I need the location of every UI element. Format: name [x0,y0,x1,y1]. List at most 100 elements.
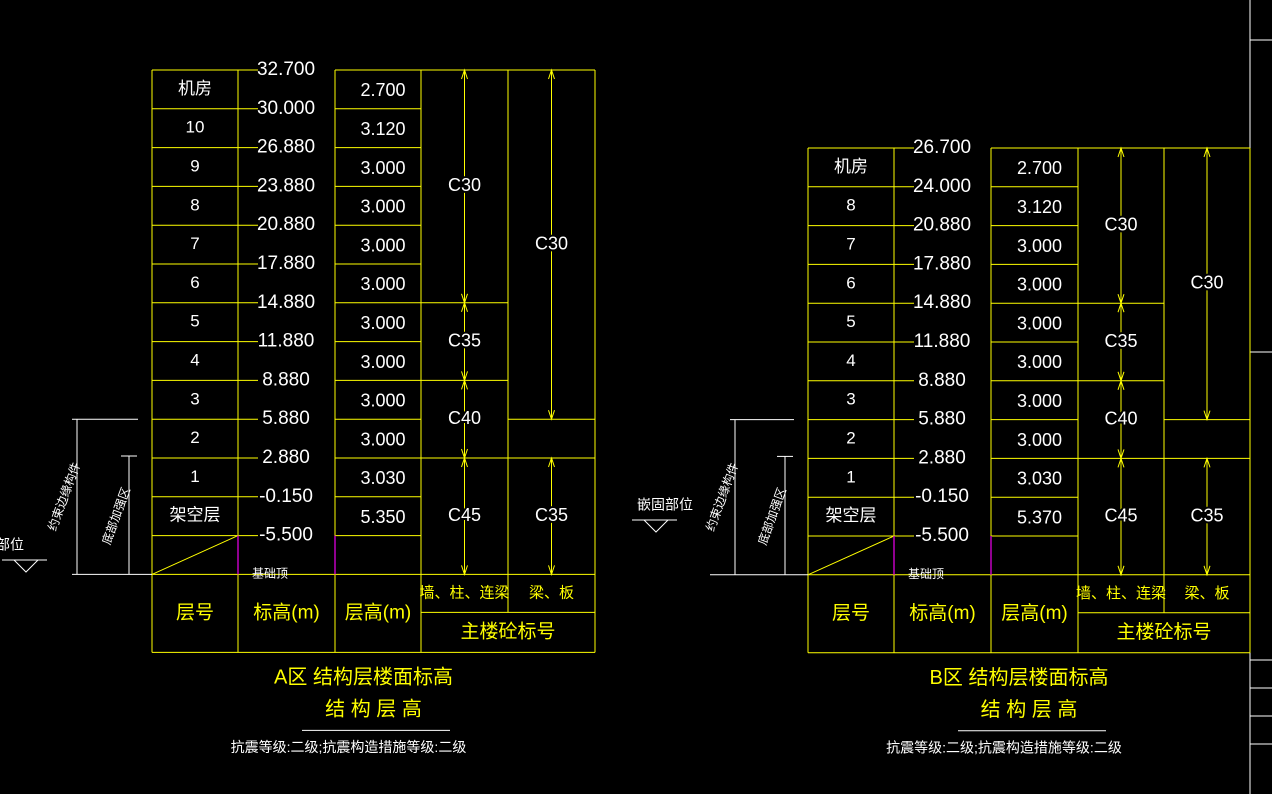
zone-subtitle: 结 构 层 高 [981,698,1078,721]
header-elevation: 标高(m) [253,601,319,623]
story-height-value: 3.000 [1017,313,1062,333]
elevation-value: 8.880 [918,370,966,391]
floor-label: 机房 [178,79,212,98]
floor-label: 6 [846,273,855,292]
story-height-value: 3.030 [1017,469,1062,489]
elevation-value: 2.880 [262,447,310,468]
floor-label: 5 [190,312,199,331]
header-beam-slab: 梁、板 [1184,584,1229,602]
seismic-note: 抗震等级:二级;抗震构造措施等级:二级 [231,739,467,755]
elevation-value: 11.880 [914,331,971,352]
basement-diagonal [807,535,895,576]
elevation-value: 24.000 [913,176,971,197]
beam-grade-label: C35 [535,505,568,525]
elevation-value: 11.880 [258,331,315,352]
header-beam-slab: 梁、板 [529,583,574,601]
arrowhead-icon [1203,456,1211,468]
wall-grade-label: C35 [1104,331,1137,351]
embed-label: 嵌固部位 [637,497,693,513]
story-height-value: 3.000 [360,274,405,294]
story-height-value: 3.000 [1017,275,1062,295]
floor-label: 3 [846,390,855,409]
wall-grade-label: C40 [448,408,481,428]
bottom-strengthen-label: 底部加强区 [98,485,133,547]
zone-subtitle: 结 构 层 高 [325,698,422,721]
floor-label: 架空层 [826,506,877,525]
story-height-value: 3.000 [1017,352,1062,372]
elevation-value: -5.500 [915,525,969,546]
story-height-value: 3.000 [360,352,405,372]
arrowhead-icon [461,378,468,390]
floor-label: 4 [190,350,199,369]
floor-label: 2 [846,428,855,447]
floor-label: 7 [846,234,855,253]
story-height-value: 2.700 [1017,158,1062,178]
elevation-value: 23.880 [257,175,315,196]
arrowhead-icon [548,68,555,80]
story-height-value: 3.000 [1017,236,1062,256]
floor-label: 8 [846,196,855,215]
arrowhead-icon [1117,301,1125,313]
arrowhead-icon [1203,146,1211,158]
floor-label: 4 [846,351,855,370]
story-height-value: 3.030 [360,468,405,488]
beam-grade-label: C35 [1190,505,1223,525]
elevation-value: 26.880 [257,137,315,158]
header-floor-no: 层号 [832,603,870,624]
elevation-value: -0.150 [259,486,313,507]
story-height-value: 5.370 [1017,507,1062,527]
wall-grade-label: C40 [1104,408,1137,428]
embed-marker-icon [643,519,669,533]
arrowhead-icon [548,456,555,468]
floor-label: 5 [846,312,855,331]
arrowhead-icon [1117,565,1125,577]
wall-grade-label: C45 [448,505,481,525]
elevation-value: 5.880 [918,409,966,430]
header-elevation: 标高(m) [909,602,975,624]
elevation-value: 17.880 [257,253,315,274]
floor-label: 6 [190,273,199,292]
header-concrete-grade: 主楼砼标号 [1116,621,1211,643]
wall-grade-label: C45 [1104,505,1137,525]
elevation-value: 8.880 [262,369,310,390]
elevation-value: -0.150 [915,486,969,507]
floor-label: 8 [190,195,199,214]
elevation-value: 30.000 [257,98,315,119]
header-wall-column: 墙、柱、连梁 [1076,585,1166,602]
story-height-value: 3.000 [360,429,405,449]
elevation-value: 5.880 [262,408,310,429]
header-concrete-grade: 主楼砼标号 [460,620,555,642]
zone-title: B区 结构层楼面标高 [930,666,1109,689]
wall-grade-label: C30 [448,175,481,195]
header-story-height: 层高(m) [345,601,411,623]
elevation-value: 14.880 [257,292,315,313]
foundation-label: 基础顶 [908,567,944,581]
story-height-value: 3.000 [1017,391,1062,411]
floor-label: 3 [190,389,199,408]
floor-label: 机房 [834,157,868,176]
floor-label: 7 [190,234,199,253]
embed-marker-icon [13,559,39,573]
seismic-note: 抗震等级:二级;抗震构造措施等级:二级 [886,740,1122,756]
elevation-value: 32.700 [257,59,315,80]
elevation-value: 14.880 [913,292,971,313]
story-height-value: 3.000 [360,235,405,255]
arrowhead-icon [1117,146,1125,158]
arrowhead-icon [1117,379,1125,390]
story-height-value: 3.000 [360,391,405,411]
arrowhead-icon [1117,456,1125,468]
zone-title: A区 结构层楼面标高 [274,666,453,689]
elevation-value: 17.880 [913,253,971,274]
arrowhead-icon [461,456,468,468]
story-height-value: 2.700 [360,80,405,100]
floor-label: 10 [186,118,205,137]
wall-grade-label: C35 [448,330,481,350]
story-height-value: 3.000 [360,313,405,333]
foundation-label: 基础顶 [252,567,288,581]
story-height-value: 3.000 [1017,430,1062,450]
floor-label: 2 [190,428,199,447]
floor-label: 1 [846,467,855,486]
drawing-border [1249,0,1272,794]
